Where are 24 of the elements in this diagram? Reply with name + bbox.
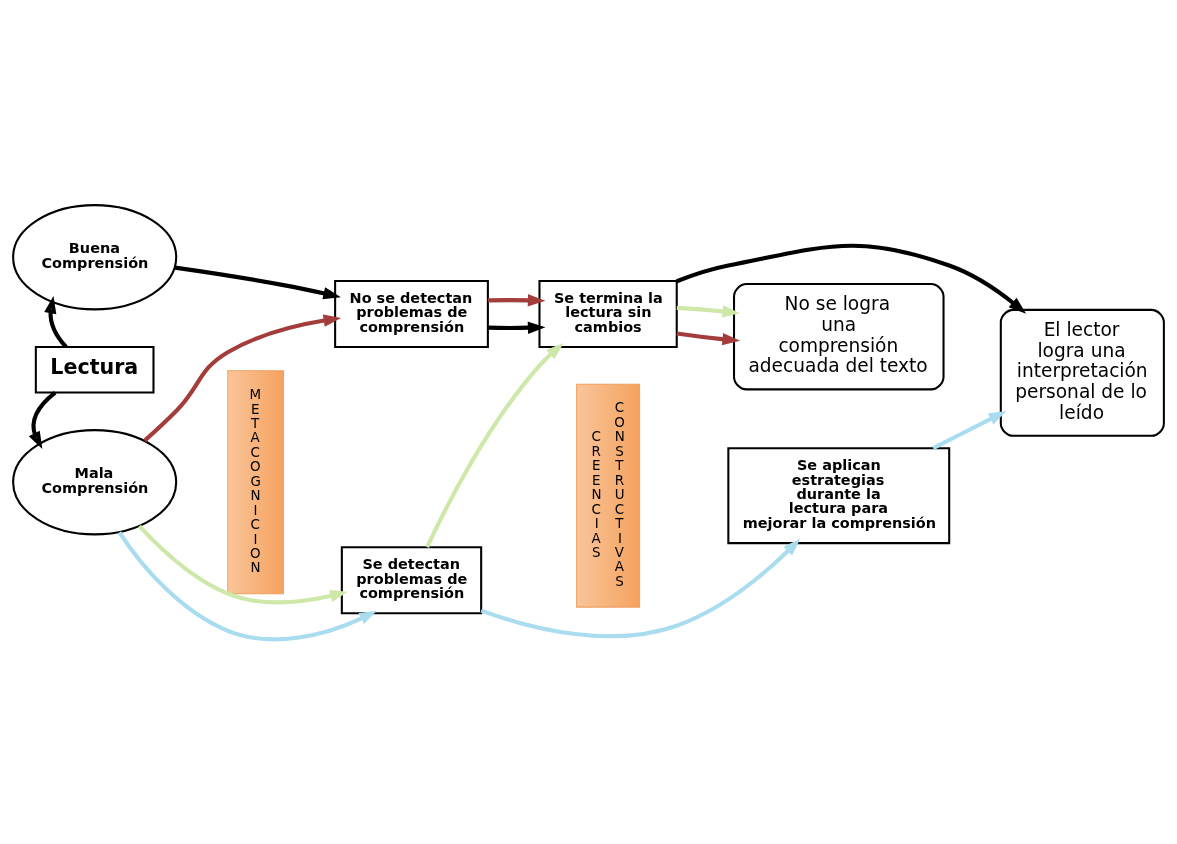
arrow	[676, 243, 1027, 314]
arrow	[174, 265, 341, 299]
arrow	[28, 390, 57, 449]
node-box: El lector logra una interpretación personal de lo leído	[999, 308, 1165, 437]
node-box: Se aplican estrategias durante la lectura para mejorar la comprensión	[727, 446, 951, 544]
node-box: Lectura	[34, 345, 155, 393]
node-box: Se termina la lectura sin cambios	[538, 279, 678, 348]
arrow	[44, 295, 68, 348]
arrow	[117, 530, 377, 641]
arrow	[137, 524, 348, 605]
node-box: No se logra una comprensión adecuada del texto	[733, 282, 945, 390]
arrow	[487, 293, 546, 306]
node-box: Se detectan problemas de comprensión	[340, 545, 483, 614]
arrow	[932, 410, 1007, 450]
arrow	[676, 331, 740, 345]
arrow	[425, 342, 564, 548]
arrow	[487, 321, 546, 334]
node-ellipse: Buena Comprensión	[12, 203, 178, 310]
arrow	[143, 313, 342, 442]
arrow	[676, 304, 740, 317]
node-box: CREENCIAS CONSTRUCTIVAS	[576, 383, 641, 608]
node-box: No se detectan problemas de comprensión	[334, 279, 489, 348]
node-box: METACOGNICION	[227, 369, 285, 594]
arrow	[480, 538, 801, 638]
